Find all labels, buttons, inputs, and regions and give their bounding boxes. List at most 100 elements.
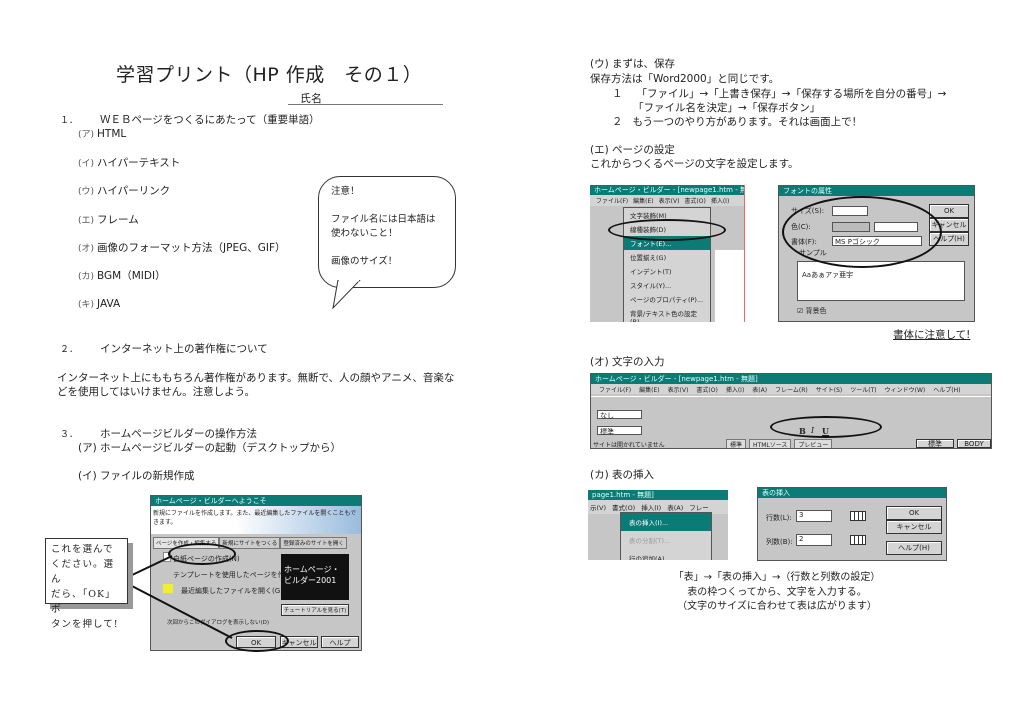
term-text: フレーム [97,214,139,226]
menu-option[interactable]: スタイル(Y)... [630,282,672,290]
table-caption: （文字のサイズに合わせて表は広がります） [677,601,877,612]
rows-grid-icon [850,511,866,521]
menu-item[interactable]: 挿入(I) [641,504,662,512]
menu-item[interactable]: 表(A) [752,387,768,394]
menu-item[interactable]: 挿入(I) [725,387,745,394]
menu-item[interactable]: フレー [689,504,709,512]
dialog-titlebar: フォントの属性 [779,186,974,196]
checkbox-label: 背景色 [805,307,827,315]
term-text: HTML [97,128,127,140]
menu-item[interactable]: ファイル(F) [599,387,632,394]
step-number: １ [612,88,623,100]
view-tab[interactable]: プレビュー [794,439,833,448]
menu-item[interactable]: 書式(O) [696,387,718,394]
menu-item[interactable]: サイト(S) [815,387,843,394]
style-select[interactable]: なし [597,410,642,420]
menu-option[interactable]: インデント(T) [630,268,672,276]
help-button[interactable]: ヘルプ [321,636,359,648]
menu-item[interactable]: 挿入(I) [710,198,730,205]
pointer-lines [129,555,233,639]
term-text: 画像のフォーマット方法（JPEG、GIF） [97,242,286,254]
highlight-ellipse [225,630,289,652]
term-text: ハイパーリンク [97,185,171,197]
name-field-line[interactable] [288,104,443,105]
menu-item[interactable]: ファイル(F) [596,198,629,205]
name-label: 氏名 [300,92,322,105]
product-banner: ホームページ・ビルダー2001 [281,554,349,600]
rows-input[interactable]: 3 [796,510,832,522]
save-step-1: １「ファイル」→「上書き保存」→「保存する場所を自分の番号」→ [612,86,946,101]
highlight-ellipse [168,543,236,565]
option-recent-file[interactable]: 最近編集したファイルを開く(G) [181,587,283,595]
note-text: これを選んで [51,544,114,555]
help-button[interactable]: ヘルプ(H) [886,541,942,555]
step-text: もう一つのやり方があります。それは画面上で！ [632,116,863,128]
term-marker: (キ) [78,300,95,310]
menu-item[interactable]: 編集(E) [633,198,654,205]
format-menu-screenshot: ホームページ・ビルダー - [newpage1.htm - 無題] ファイル(F… [590,185,745,322]
menu-option[interactable]: ページのプロパティ(P)... [630,296,704,304]
section-title: ホームページビルダーの操作方法 [100,428,257,440]
dialog-tab[interactable]: 新規にサイトをつくる [219,537,281,549]
rows-label: 行数(L): [766,514,792,522]
menu-item[interactable]: 書式(O) [612,504,636,512]
tutorial-button[interactable]: チュートリアルを見る(T) [281,604,349,616]
view-tab[interactable]: HTMLソース [749,439,792,448]
menu-item[interactable]: ツール(T) [850,387,877,394]
ok-button[interactable]: OK [886,506,942,520]
section-number: ２． [60,345,79,355]
save-heading: (ウ) まずは、保存 [590,58,676,70]
cols-input[interactable]: 2 [796,534,832,546]
note-text: タンを押して! [51,619,119,630]
step-new-file: (イ) ファイルの新規作成 [78,470,195,482]
folder-icon [163,584,173,593]
section-title: ＷＥＢページをつくるにあたって（重要単語） [100,114,320,126]
text-input-heading: (オ) 文字の入力 [590,356,665,368]
step-text: 「ファイル名を決定」→「保存ボタン」 [633,102,821,114]
callout-text: ファイル名には日本語は [331,214,436,225]
status-mode: 標準 [916,439,954,448]
view-tab[interactable]: 標準 [726,439,747,448]
term-item: (カ)BGM（MIDI） [78,268,166,283]
menu-option[interactable]: 表の分割(T)... [629,537,671,545]
ok-button[interactable]: OK [929,204,969,218]
menu-item[interactable]: ウィンドウ(W) [884,387,926,394]
menu-item[interactable]: ヘルプ(H) [933,387,961,394]
table-caption: 「表」→「表の挿入」→（行数と列数の設定） [673,572,881,583]
menu-item[interactable]: 書式(O) [684,198,706,205]
font-caution-note: 書体に注意して! [893,329,971,341]
paragraph-select[interactable]: 標準 [597,426,642,436]
menu-item[interactable]: 編集(E) [639,387,660,394]
menu-option[interactable]: 文字装飾(M) [630,212,667,220]
term-item: (ア)HTML [78,127,126,140]
term-marker: (ア) [78,130,95,140]
menu-item[interactable]: 示(V) [590,504,607,512]
bgcolor-checkbox[interactable]: ☑ 背景色 [797,307,827,315]
option-template[interactable]: テンプレートを使用したページを作成(T) [173,571,302,579]
menu-item[interactable]: 表示(V) [667,387,689,394]
table-insert-heading: (カ) 表の挿入 [590,469,655,481]
toolbar-screenshot: ホームページ・ビルダー - [newpage1.htm - 無題] ファイル(F… [590,373,992,449]
menu-option[interactable]: 表の挿入(I)... [621,513,711,531]
term-text: ハイパーテキスト [97,157,181,169]
step-number: ２ [612,116,623,128]
section3-heading: ３．ホームページビルダーの操作方法 [60,426,257,441]
window-titlebar: ホームページ・ビルダー - [newpage1.htm - 無題] [591,374,991,384]
menu-option[interactable]: 位置揃え(G) [630,254,667,262]
cols-grid-icon [850,535,866,545]
step-launch: (ア) ホームページビルダーの起動（デスクトップから） [78,442,342,454]
dialog-description: 新規にファイルを作成します。また、最近編集したファイルを開くこともできます。 [151,506,361,534]
menu-item[interactable]: フレーム(R) [775,387,808,394]
menu-item[interactable]: 表(A) [667,504,684,512]
menu-item[interactable]: 表示(V) [658,198,680,205]
dialog-tab[interactable]: 登録済みのサイトを開く [280,537,347,549]
menu-option[interactable]: 背景/テキスト色の設定(B)... [630,310,697,322]
term-item: (ウ)ハイパーリンク [78,183,170,198]
dont-show-checkbox[interactable]: 次回からこのダイアログを表示しない(D) [167,620,270,626]
instruction-note: これを選んでください。選んだら、「OK」ボタンを押して! [45,538,128,630]
term-text: BGM（MIDI） [97,270,166,282]
menu-option[interactable]: 行の追加(A) [629,555,665,560]
status-tag: BODY [957,439,991,448]
cancel-button[interactable]: キャンセル [886,520,942,534]
dialog-titlebar: ホームページ・ビルダーへようこそ [151,496,361,506]
